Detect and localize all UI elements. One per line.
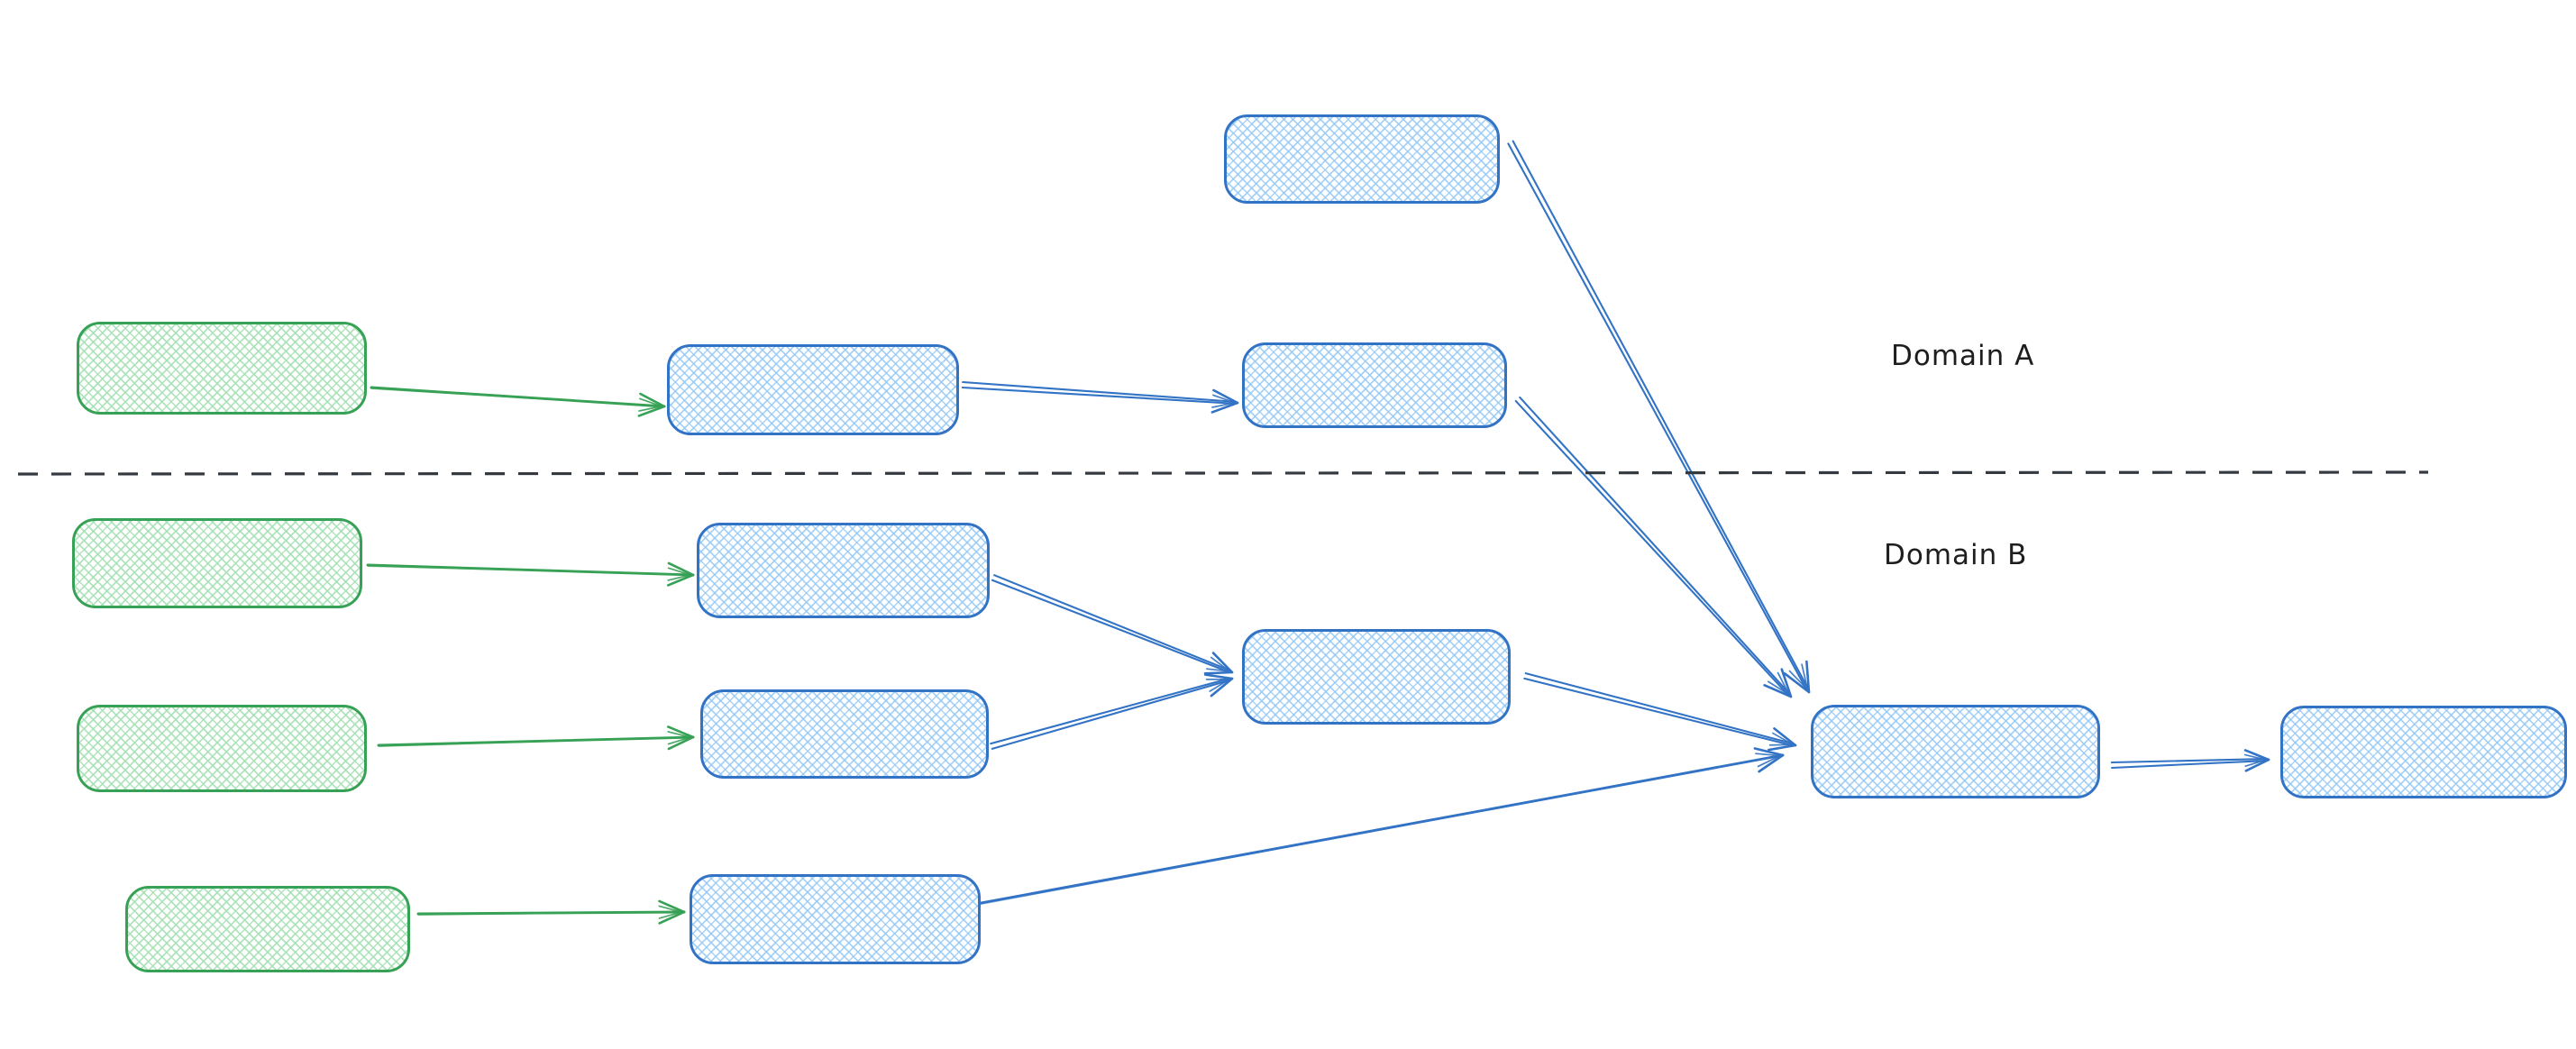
edge-green-b3-to-blue-b3 [416, 899, 686, 925]
node-blue-a1 [667, 344, 959, 435]
edge-green-b2-to-blue-b2 [377, 725, 695, 751]
edge-blue-b1-to-merge [991, 574, 1234, 675]
edge-blue-top-to-sink [1507, 140, 1811, 694]
node-blue-top [1224, 114, 1500, 204]
node-blue-merge-b [1242, 629, 1511, 725]
node-green-b2 [77, 705, 367, 792]
node-blue-b1 [697, 523, 990, 618]
edge-blue-merge-to-sink [1523, 672, 1797, 752]
edge-blue-b2-to-merge [990, 673, 1234, 750]
node-blue-a2 [1242, 342, 1507, 428]
edge-green-b1-to-blue-b1 [366, 561, 695, 587]
node-blue-b3 [690, 874, 981, 964]
domain-a-label: Domain A [1891, 340, 2035, 372]
node-green-b1 [72, 518, 362, 608]
domain-b-label: Domain B [1884, 539, 2028, 571]
edge-blue-b3-to-sink [979, 747, 1785, 905]
node-blue-final [2280, 706, 2567, 798]
edge-blue-sink-to-final [2110, 749, 2270, 772]
node-blue-b2 [700, 689, 989, 779]
edge-blue-a2-to-sink [1514, 396, 1793, 698]
node-green-a [77, 322, 367, 415]
node-blue-sink [1811, 705, 2100, 798]
node-green-b3 [125, 886, 410, 972]
edge-blue-a1-to-blue-a2 [961, 380, 1239, 414]
domain-divider-dashed-line [17, 470, 2429, 476]
edge-green-a-to-blue-a1 [370, 386, 666, 417]
